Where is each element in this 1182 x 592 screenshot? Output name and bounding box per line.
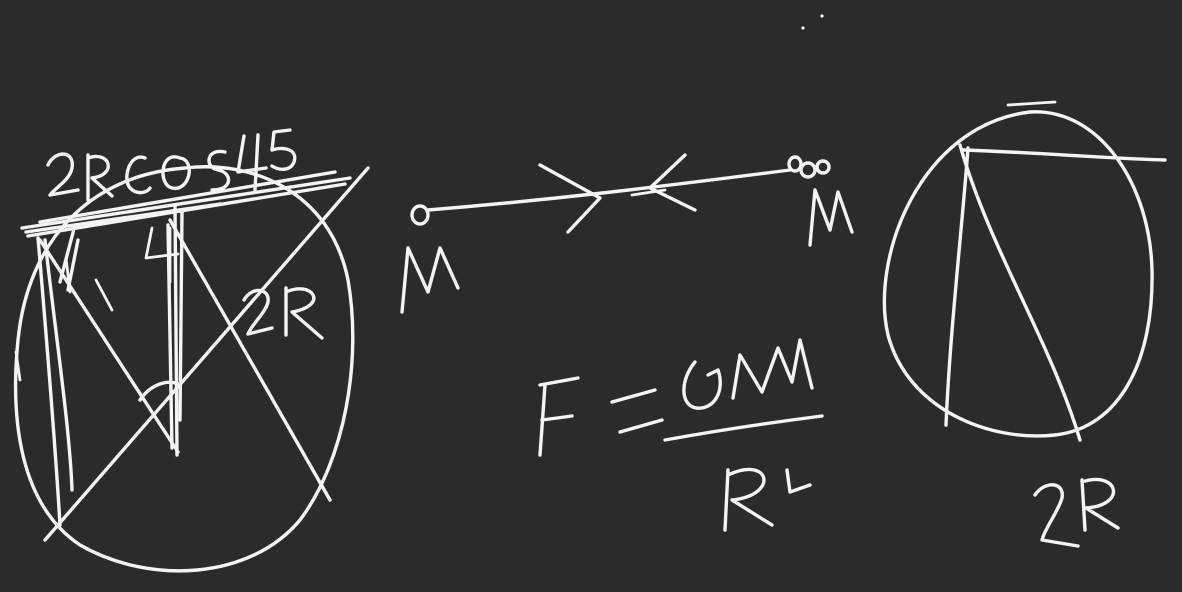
left-mass-dot [410,204,430,226]
inner-slant [58,223,77,284]
diagonal-label: 2R [250,329,253,331]
chord-to-center [38,238,180,454]
right-diagonal [958,143,1082,442]
label-m-left-stroke [400,246,460,314]
chord-label-4: 4 [150,269,152,271]
arrow-left-tick [630,188,667,197]
formula-g-stroke [682,360,722,410]
right-vertical [944,146,970,427]
right-mass-label: M [812,239,814,241]
center-vertical-2 [178,210,184,422]
label-2rcos45 [46,128,297,202]
left-vertical-1 [36,236,62,527]
left-vertical-3 [14,350,22,382]
label-2r-left-stroke [242,286,324,340]
stray-dots [801,14,824,30]
right-circle-figure [882,100,1167,442]
right-mass-dot-2 [799,161,817,179]
formula-f-stroke [538,376,580,457]
right-top-chord [960,148,1167,162]
angle-arc [138,380,182,402]
right-mass-dot-1 [787,155,803,173]
label-m-right-stroke [808,188,854,247]
chord-label-1: 1 [98,304,100,306]
chord-to-bottom-right [168,218,332,502]
arrow-right [538,163,602,234]
formula-r-stroke [723,467,774,532]
left-circle-figure [13,165,370,573]
label-2r-right-stroke [1033,477,1120,548]
formula-m-stroke [731,338,814,400]
arrow-left [648,153,697,212]
formula-denominator: R [730,519,732,521]
right-circle [882,110,1154,438]
right-mass-dot-3 [815,159,831,175]
center-vertical-1 [173,203,179,457]
left-mass-label: M [404,304,406,306]
gravitation-formula [538,338,824,532]
formula-equals: = [620,419,622,421]
formula-lhs: F [540,449,541,451]
formula-exponent-stroke [785,468,812,494]
left-vertical-2 [43,238,74,492]
left-circle [13,165,355,573]
diagonal-2r [43,166,370,542]
two-mass-system [410,153,831,234]
formula-numerator: GM [700,399,704,401]
left-top-label: 2RCOS45 [48,197,58,199]
label-4-stroke [144,226,180,284]
formula-equals-stroke [610,388,664,434]
top-chord-4 [24,202,222,234]
right-top-tick [1006,100,1057,107]
connecting-line [426,168,792,212]
top-chord-1 [20,176,352,230]
label-1-stroke [64,256,114,312]
top-chord-3 [38,170,337,224]
fraction-bar [663,414,824,442]
